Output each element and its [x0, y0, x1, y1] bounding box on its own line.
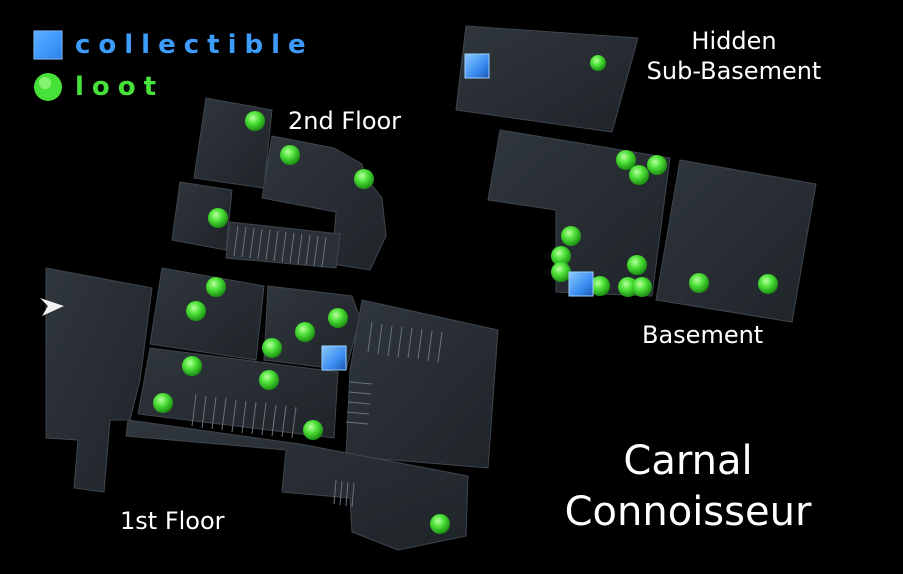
loot-marker[interactable] [206, 277, 226, 297]
basement-room-east [655, 159, 817, 323]
loot-marker[interactable] [303, 420, 323, 440]
legend-collectible: collectible [33, 30, 314, 60]
legend-collectible-label: collectible [75, 30, 314, 60]
sub-basement-room [455, 25, 639, 133]
label-hidden-line2: Sub-Basement [646, 57, 822, 85]
loot-markers [153, 55, 778, 534]
loot-marker[interactable] [262, 338, 282, 358]
loot-marker[interactable] [590, 276, 610, 296]
collectible-markers [321, 53, 594, 371]
loot-marker[interactable] [551, 246, 571, 266]
first-floor-stairs-2 [367, 321, 443, 363]
second-floor-room-ne [261, 135, 387, 271]
label-first-floor: 1st Floor [120, 507, 225, 535]
first-floor-stairs-1 [191, 393, 297, 439]
loot-marker[interactable] [629, 165, 649, 185]
loot-marker[interactable] [182, 356, 202, 376]
first-floor-west-wing [45, 267, 153, 493]
collectible-marker[interactable] [568, 271, 594, 297]
first-floor-stairs-3 [345, 381, 373, 425]
loot-marker[interactable] [551, 262, 571, 282]
loot-marker[interactable] [590, 55, 606, 71]
loot-marker[interactable] [328, 308, 348, 328]
label-hidden-sub-basement: Hidden Sub-Basement [640, 26, 828, 86]
legend-loot: loot [33, 72, 164, 102]
loot-marker[interactable] [280, 145, 300, 165]
loot-marker[interactable] [208, 208, 228, 228]
second-floor-corridor [225, 221, 341, 269]
loot-marker[interactable] [689, 273, 709, 293]
loot-marker[interactable] [618, 277, 638, 297]
first-floor-room-stairwell [345, 299, 499, 469]
map-title-line1: Carnal [623, 438, 753, 484]
blue-square-icon [33, 30, 63, 60]
first-floor-stairs-4 [333, 479, 355, 508]
loot-marker[interactable] [758, 274, 778, 294]
first-floor-corridor [125, 419, 469, 551]
loot-marker[interactable] [186, 301, 206, 321]
loot-marker[interactable] [354, 169, 374, 189]
hidden-sub-basement-area [455, 25, 639, 133]
collectible-marker[interactable] [321, 345, 347, 371]
loot-marker[interactable] [647, 155, 667, 175]
map-title-line2: Connoisseur [564, 489, 812, 536]
collectible-marker[interactable] [464, 53, 490, 79]
loot-marker[interactable] [153, 393, 173, 413]
loot-marker[interactable] [295, 322, 315, 342]
label-hidden-line1: Hidden [691, 27, 777, 55]
first-floor-room-a [149, 267, 265, 361]
label-second-floor: 2nd Floor [288, 107, 402, 135]
second-floor-room-nw [193, 97, 273, 189]
loot-marker[interactable] [616, 150, 636, 170]
basement-room-west [487, 129, 671, 297]
label-basement: Basement [642, 321, 764, 349]
second-floor-stairs [233, 225, 327, 268]
player-arrow-icon [40, 298, 64, 316]
green-circle-icon [34, 73, 62, 101]
second-floor-room-w [171, 181, 233, 251]
first-floor-area [45, 267, 499, 551]
loot-marker[interactable] [430, 514, 450, 534]
loot-marker[interactable] [259, 370, 279, 390]
legend-loot-label: loot [75, 72, 165, 102]
loot-marker[interactable] [627, 255, 647, 275]
loot-marker[interactable] [561, 226, 581, 246]
loot-marker[interactable] [632, 277, 652, 297]
map-title: Carnal Connoisseur [540, 436, 836, 538]
loot-marker[interactable] [245, 111, 265, 131]
